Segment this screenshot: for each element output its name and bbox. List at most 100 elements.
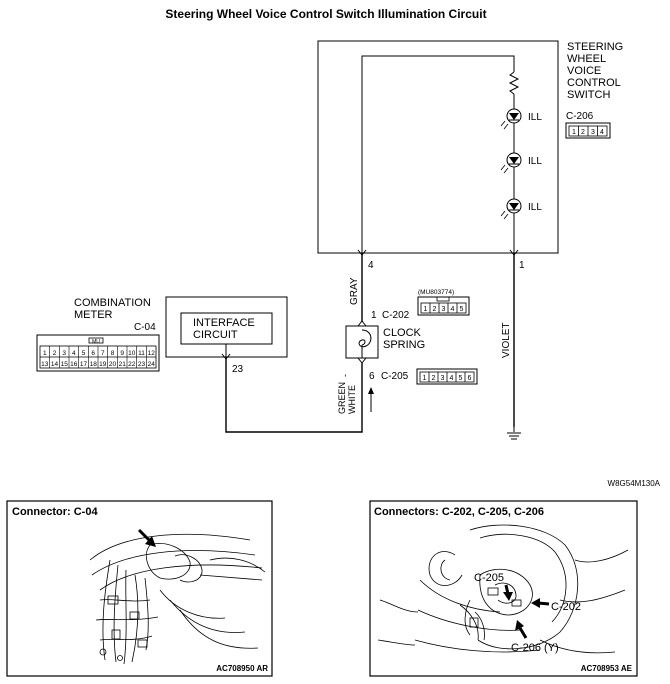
interface-circuit-line: INTERFACE [193,317,255,329]
switch-internal-circuit [361,55,520,253]
c04-pin: 16 [70,361,78,368]
led-label: ILL [528,202,542,213]
steering-wheel-illustration [377,524,629,654]
panel-right-code: AC708953 AE [581,664,633,673]
c04-pin: 17 [80,361,88,368]
c04-pin: 8 [111,350,115,357]
clock-spring-name-line: SPRING [383,339,425,351]
wire-label-part: - [340,374,350,377]
c04-pin: 21 [119,361,127,368]
c04-pin: 15 [61,361,69,368]
c202-pin: 2 [433,306,437,313]
led-icon [500,152,522,174]
ground-icon [507,427,521,440]
gray-wire-label: GRAY [349,277,360,305]
arrow-icon [531,598,550,608]
c206-pin: 2 [581,129,585,136]
c04-pin: 19 [99,361,107,368]
meter-name-line: COMBINATION [74,297,151,309]
arrow-up-icon [368,387,374,412]
c04-pin: 14 [51,361,59,368]
callout-c202: C-202 [551,601,581,613]
clock-spring-name: CLOCK SPRING [383,327,425,351]
meter-name: COMBINATION METER [74,297,151,321]
c04-pin: 23 [138,361,146,368]
clock-spring-pin-6: 6 [369,371,375,382]
c202-pin: 5 [460,306,464,313]
meter-name-line: METER [74,309,113,321]
switch-pin-1: 1 [519,260,525,271]
c04-pin: 12 [148,350,156,357]
c04-connector-icon: MU 1 2 3 4 5 6 7 8 9 10 11 12 13 14 15 [36,334,160,372]
dashboard-illustration [89,533,266,665]
c205-label: C-205 [381,371,409,382]
green-white-wire [225,358,363,433]
c206-pin: 3 [591,129,595,136]
switch-name-line: SWITCH [567,89,610,101]
clock-spring-pin-1: 1 [371,310,377,321]
wire-label-part: GREEN [337,382,347,414]
panel-right-heading: Connectors: C-202, C-205, C-206 [374,506,544,518]
callout-c206: C-206 (Y) [511,642,559,654]
diagram-code: W8G54M130A [608,479,661,488]
c205-pin: 4 [450,375,454,382]
panel-left-heading: Connector: C-04 [12,506,98,518]
diagram-title: Steering Wheel Voice Control Switch Illu… [165,7,486,21]
callout-c205: C-205 [474,572,504,584]
c202-pin: 1 [424,306,428,313]
arrow-icon [503,584,513,601]
c04-pin: 5 [82,350,86,357]
c04-pin: 3 [62,350,66,357]
c04-pin: 10 [128,350,136,357]
pin-marker-icon [221,353,231,360]
pin-marker-icon [357,320,367,327]
clock-spring-icon [345,325,379,359]
pin-marker-icon [357,357,367,364]
c04-pin: 24 [148,361,156,368]
switch-box [317,40,559,254]
switch-name-line: STEERING [567,41,623,53]
c04-label: C-04 [134,322,156,333]
c205-pin: 1 [423,375,427,382]
clock-spring-name-line: CLOCK [383,327,422,339]
switch-name-line: WHEEL [567,53,606,65]
part-number: (MU803774) [418,289,454,296]
c205-pin: 6 [468,375,472,382]
panel-left-code: AC708950 AR [216,664,268,673]
interface-circuit-name: INTERFACE CIRCUIT [193,317,255,341]
c206-pin: 1 [572,129,576,136]
arrow-icon [515,620,528,639]
c04-pin: 11 [138,350,145,357]
c04-pin: 4 [72,350,76,357]
c205-pin: 5 [459,375,463,382]
c205-pin: 2 [432,375,436,382]
c202-pin: 4 [451,306,455,313]
c04-pin: 9 [120,350,124,357]
connectors-c202-c205-c206-panel: Connectors: C-202, C-205, C-206 C-205 [369,500,638,677]
interface-circuit-line: CIRCUIT [193,329,238,341]
c206-pin: 4 [600,129,604,136]
c202-label: C-202 [382,310,410,321]
connector-c04-panel: Connector: C-04 [6,500,273,677]
switch-pin-4: 4 [368,260,374,271]
led-icon [500,108,522,130]
c04-pin: 1 [43,350,47,357]
c04-pin: 18 [90,361,98,368]
green-white-wire-label: GREEN - WHITE [337,374,357,414]
c202-pin: 3 [442,306,446,313]
switch-name-line: VOICE [567,65,601,77]
arrow-icon [137,528,156,547]
c04-pin: 2 [53,350,57,357]
switch-name: STEERING WHEEL VOICE CONTROL SWITCH [567,41,623,101]
c04-pin: 7 [101,350,105,357]
c206-connector-icon: 1 2 3 4 [565,122,611,139]
meter-pin-23: 23 [232,364,244,375]
c04-pin: 13 [41,361,49,368]
led-label: ILL [528,156,542,167]
c04-mu-tag: MU [92,339,100,345]
c202-connector-icon: 1 2 3 4 5 [417,296,470,316]
c205-connector-icon: 1 2 3 4 5 6 [416,368,478,385]
c205-pin: 3 [441,375,445,382]
switch-name-line: CONTROL [567,77,621,89]
